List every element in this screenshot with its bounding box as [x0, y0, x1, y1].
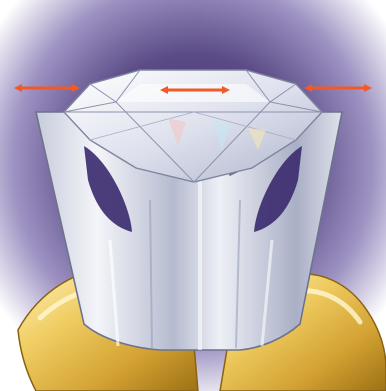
diamond-setting-artwork — [0, 0, 386, 391]
illustration — [0, 0, 386, 391]
